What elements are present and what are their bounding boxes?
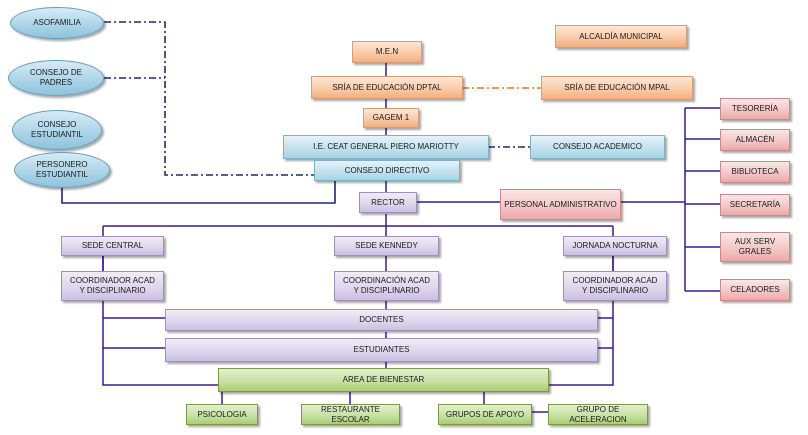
psicologia-node: PSICOLOGIA (186, 404, 258, 425)
men-node: M.E.N (352, 41, 422, 63)
celadores-label: CELADORES (730, 285, 780, 294)
alcaldia-node: ALCALDÍA MUNICIPAL (555, 25, 687, 48)
bienestar-label: AREA DE BIENESTAR (342, 375, 425, 384)
ie-name-node: I.E. CEAT GENERAL PIERO MARIOTTY (283, 135, 489, 159)
gagem-label: GAGEM 1 (372, 113, 410, 122)
sria-dptal-node: SRÍA DE EDUCACIÓN DPTAL (311, 76, 463, 99)
estudiantes-node: ESTUDIANTES (165, 338, 598, 362)
rector-node: RECTOR (359, 192, 417, 213)
almacen-label: ALMACÉN (735, 135, 775, 144)
consejo-academico-label: CONSEJO ACADEMICO (553, 142, 642, 151)
tesoreria-node: TESORERÍA (720, 98, 790, 120)
personero-estudiantil-label: PERSONERO ESTUDIANTIL (35, 160, 88, 179)
secretaria-label: SECRETARÍA (729, 200, 781, 209)
consejo-estudiantil-label: CONSEJO ESTUDIANTIL (30, 120, 83, 139)
docentes-label: DOCENTES (359, 315, 404, 324)
jornada-nocturna-label: JORNADA NOCTURNA (572, 241, 658, 250)
consejo-estudiantil-node: CONSEJO ESTUDIANTIL (12, 110, 102, 150)
restaurante-label: RESTAURANTE ESCOLAR (321, 404, 380, 424)
psicologia-label: PSICOLOGIA (197, 409, 247, 419)
restaurante-node: RESTAURANTE ESCOLAR (301, 404, 400, 425)
sede-kennedy-node: SEDE KENNEDY (334, 236, 439, 256)
sria-mpal-label: SRÍA DE EDUCACIÓN MPAL (564, 83, 670, 92)
celadores-node: CELADORES (720, 279, 790, 301)
asofamilia-label: ASOFAMILIA (33, 18, 81, 27)
aux-serv-grales-label: AUX SERV GRALES (734, 237, 776, 256)
secretaria-node: SECRETARÍA (720, 194, 790, 216)
grupo-aceleracion-node: GRUPO DE ACELERACION (548, 404, 648, 425)
personal-admin-node: PERSONAL ADMINISTRATIVO (500, 189, 621, 220)
aux-serv-grales-node: AUX SERV GRALES (720, 232, 790, 262)
sria-mpal-node: SRÍA DE EDUCACIÓN MPAL (541, 76, 693, 100)
personal-admin-label: PERSONAL ADMINISTRATIVO (504, 199, 617, 209)
men-label: M.E.N (375, 47, 399, 56)
consejo-padres-node: CONSEJO DE PADRES (8, 60, 104, 96)
gagem-node: GAGEM 1 (363, 108, 419, 128)
grupos-apoyo-label: GRUPOS DE APOYO (445, 409, 525, 419)
consejo-directivo-label: CONSEJO DIRECTIVO (344, 165, 430, 175)
consejo-academico-node: CONSEJO ACADEMICO (530, 135, 665, 159)
biblioteca-node: BIBLIOTECA (720, 161, 790, 183)
alcaldia-label: ALCALDÍA MUNICIPAL (579, 31, 663, 41)
jornada-nocturna-node: JORNADA NOCTURNA (563, 236, 667, 256)
consejo-padres-label: CONSEJO DE PADRES (29, 68, 82, 87)
sede-central-label: SEDE CENTRAL (81, 241, 144, 250)
bienestar-node: AREA DE BIENESTAR (218, 368, 549, 392)
consejo-directivo-node: CONSEJO DIRECTIVO (314, 160, 460, 181)
sria-dptal-label: SRÍA DE EDUCACIÓN DPTAL (332, 82, 442, 92)
coord-central-node: COORDINADOR ACAD Y DISCIPLINARIO (61, 271, 164, 301)
ie-name-label: I.E. CEAT GENERAL PIERO MARIOTTY (313, 142, 459, 151)
sede-central-node: SEDE CENTRAL (61, 236, 164, 256)
coord-kennedy-node: COORDINACIÓN ACAD Y DISCIPLINARIO (334, 271, 439, 301)
grupo-aceleracion-label: GRUPO DE ACELERACION (569, 404, 627, 424)
estudiantes-label: ESTUDIANTES (353, 345, 410, 354)
grupos-apoyo-node: GRUPOS DE APOYO (438, 404, 532, 425)
rector-label: RECTOR (371, 197, 405, 207)
almacen-node: ALMACÉN (720, 129, 790, 151)
tesoreria-label: TESORERÍA (731, 104, 779, 113)
personero-estudiantil-node: PERSONERO ESTUDIANTIL (14, 152, 110, 188)
docentes-node: DOCENTES (165, 309, 598, 331)
coord-kennedy-label: COORDINACIÓN ACAD Y DISCIPLINARIO (342, 276, 431, 295)
asofamilia-node: ASOFAMILIA (10, 7, 104, 39)
coord-central-label: COORDINADOR ACAD Y DISCIPLINARIO (70, 276, 155, 295)
biblioteca-label: BIBLIOTECA (731, 167, 779, 176)
sede-kennedy-label: SEDE KENNEDY (355, 241, 418, 250)
coord-nocturna-label: COORDINADOR ACAD Y DISCIPLINARIO (572, 276, 658, 295)
coord-nocturna-node: COORDINADOR ACAD Y DISCIPLINARIO (563, 271, 667, 301)
